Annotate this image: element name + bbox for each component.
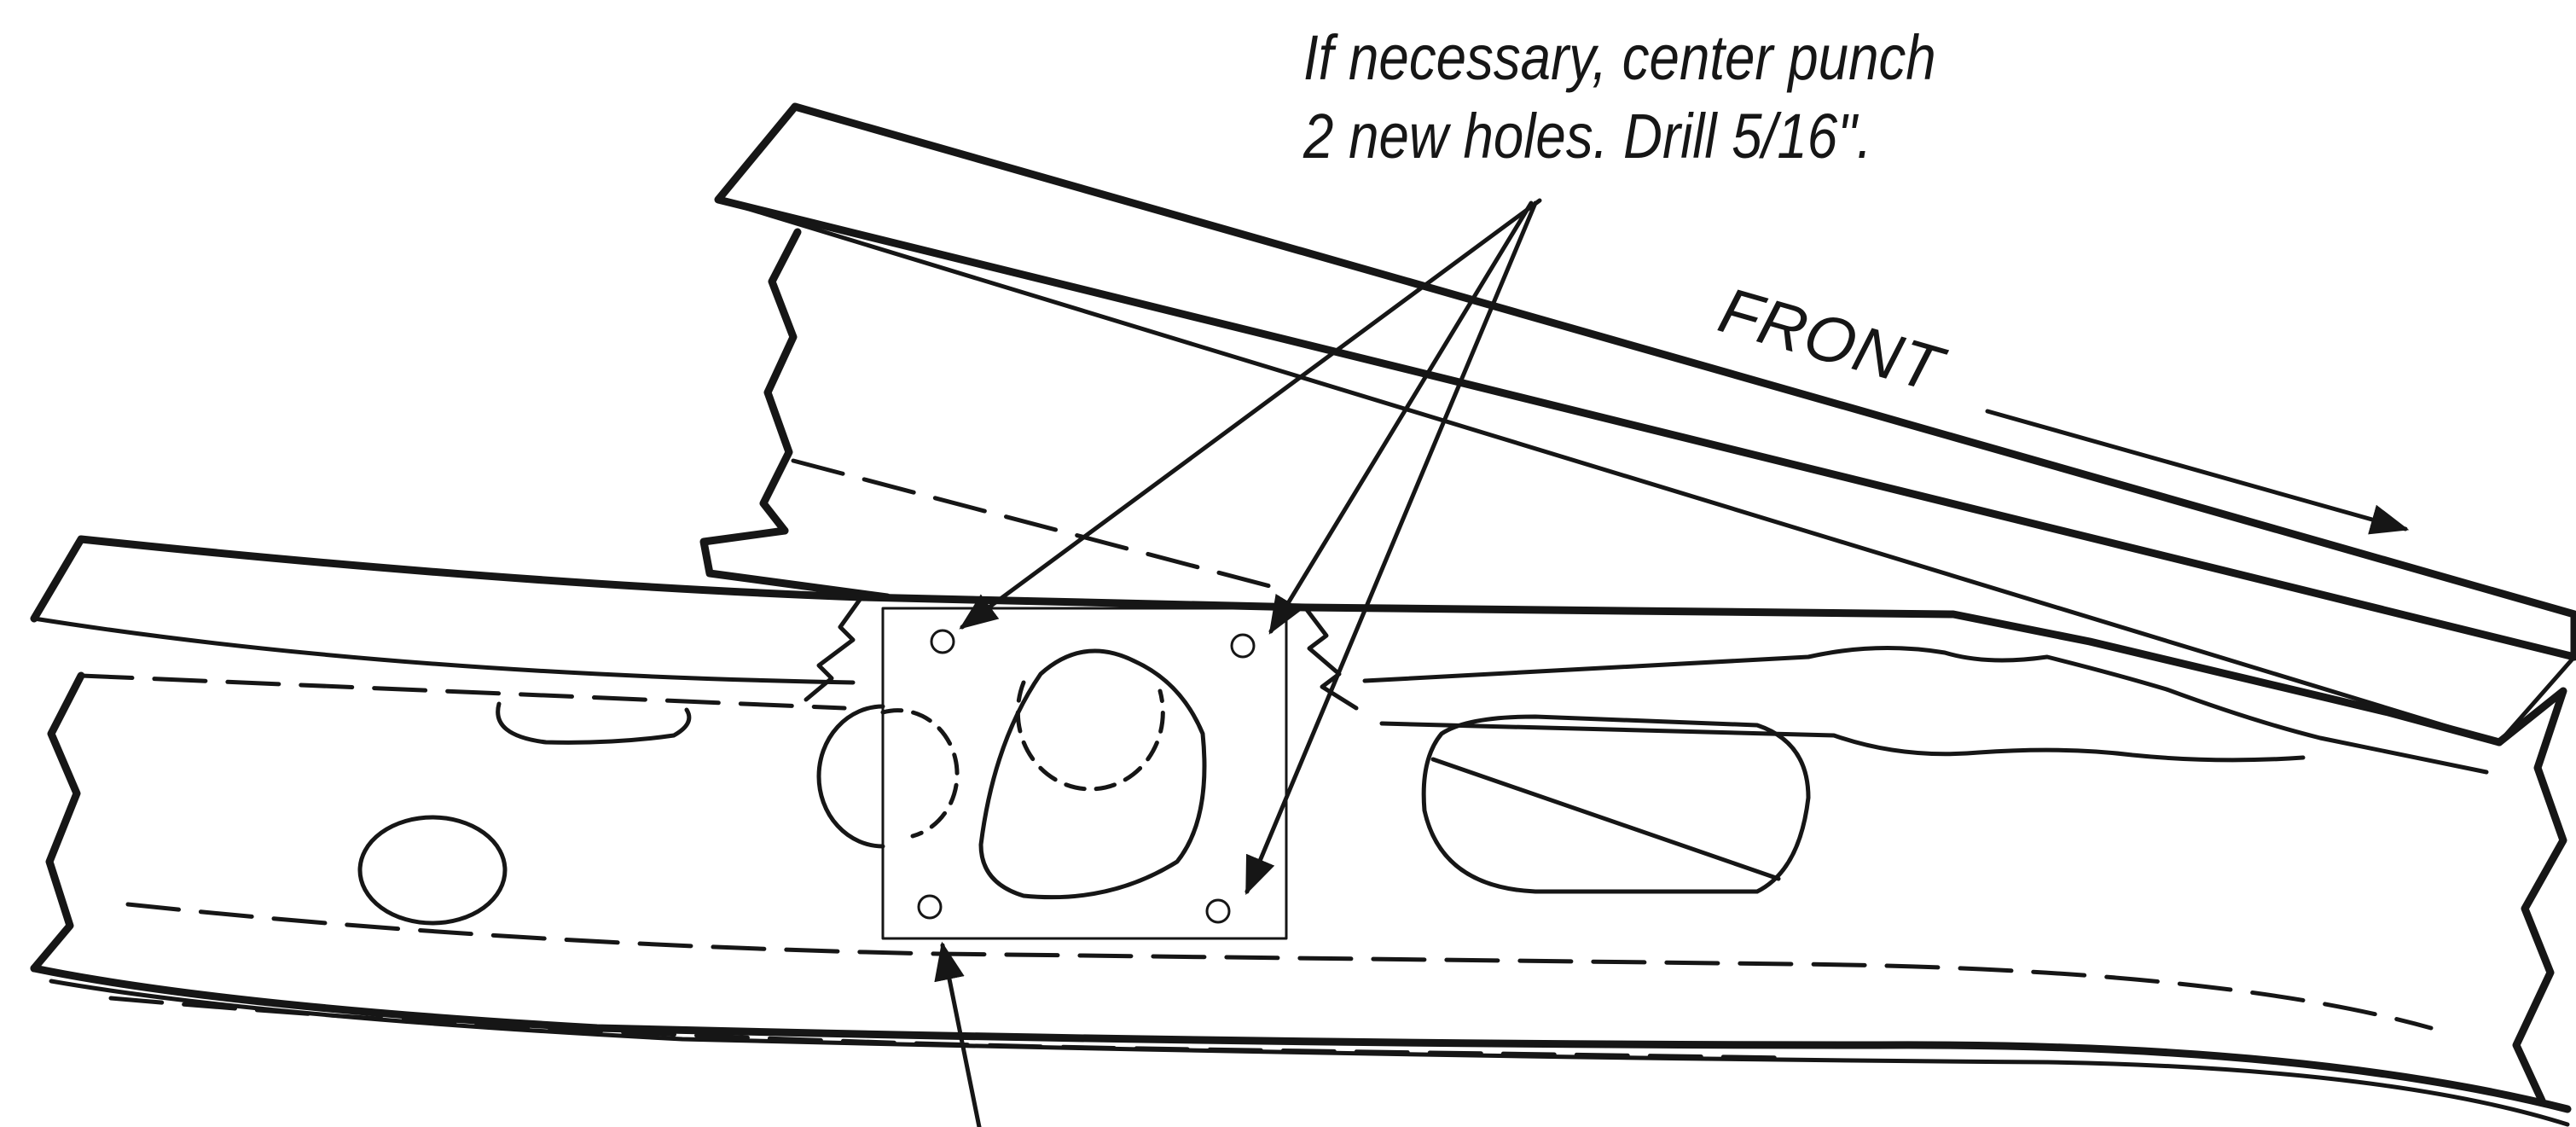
reinforcement-plate bbox=[880, 607, 1288, 940]
plate-outline bbox=[881, 607, 1288, 940]
upper-rail-flange-edge bbox=[716, 197, 2576, 745]
leader-arrow-top-left-hole bbox=[959, 198, 1542, 630]
leader-arrow-bottom-right-hole bbox=[1244, 200, 1538, 896]
note-line-1: If necessary, center punch bbox=[1303, 22, 1936, 93]
plate-hole-top-right bbox=[1230, 633, 1256, 659]
plate-hidden-edge-circle bbox=[880, 708, 960, 839]
lower-rail-flange-edge bbox=[32, 616, 856, 685]
lower-rail-lower-hidden-line bbox=[125, 902, 2434, 1031]
leader-arrow-plate bbox=[934, 941, 982, 1127]
upper-rail-web-break bbox=[759, 228, 802, 535]
rail-large-oval-opening bbox=[1421, 714, 1811, 894]
lower-rail-rear-break bbox=[30, 671, 85, 973]
lower-rail-front-break bbox=[2495, 687, 2567, 1105]
leader-arrow-top-right-hole bbox=[1268, 200, 1534, 635]
lower-rail-contour-front-lower bbox=[1379, 721, 2306, 763]
note-line-2: 2 new holes. Drill 5/16". bbox=[1303, 101, 1872, 171]
cut-line-right bbox=[1303, 605, 1359, 711]
plate-hole-bottom-right bbox=[1205, 898, 1231, 924]
plate-hole-bottom-left bbox=[917, 894, 943, 920]
upper-rail-top-flange bbox=[714, 102, 2576, 661]
lower-rail-top-flange bbox=[30, 535, 2503, 746]
cut-line-left bbox=[804, 595, 864, 702]
lower-rail-upper-hidden-line bbox=[78, 673, 847, 711]
plate-hidden-rail-hole bbox=[1015, 680, 1165, 792]
front-direction-arrow bbox=[1985, 409, 2410, 535]
upper-frame-rail bbox=[699, 102, 2576, 745]
lower-rail-contour-front bbox=[1362, 646, 2489, 775]
rail-oval-hole bbox=[357, 815, 508, 926]
rail-round-cutout bbox=[816, 704, 885, 849]
rail-oval-inner-edge bbox=[1430, 757, 1781, 881]
drill-instruction-note: If necessary, center punch 2 new holes. … bbox=[1303, 19, 2110, 176]
rail-slot-top bbox=[496, 701, 692, 745]
upper-rail-bottom-flange bbox=[699, 526, 891, 601]
lower-rail-bottom-edge bbox=[30, 964, 2572, 1113]
lower-rail-bottom-hidden-line bbox=[108, 996, 1794, 1060]
upper-rail-hidden-line bbox=[791, 458, 1282, 591]
plate-hole-top-left bbox=[930, 629, 955, 654]
plate-center-opening bbox=[978, 648, 1207, 900]
lower-frame-rail bbox=[30, 535, 2572, 1127]
